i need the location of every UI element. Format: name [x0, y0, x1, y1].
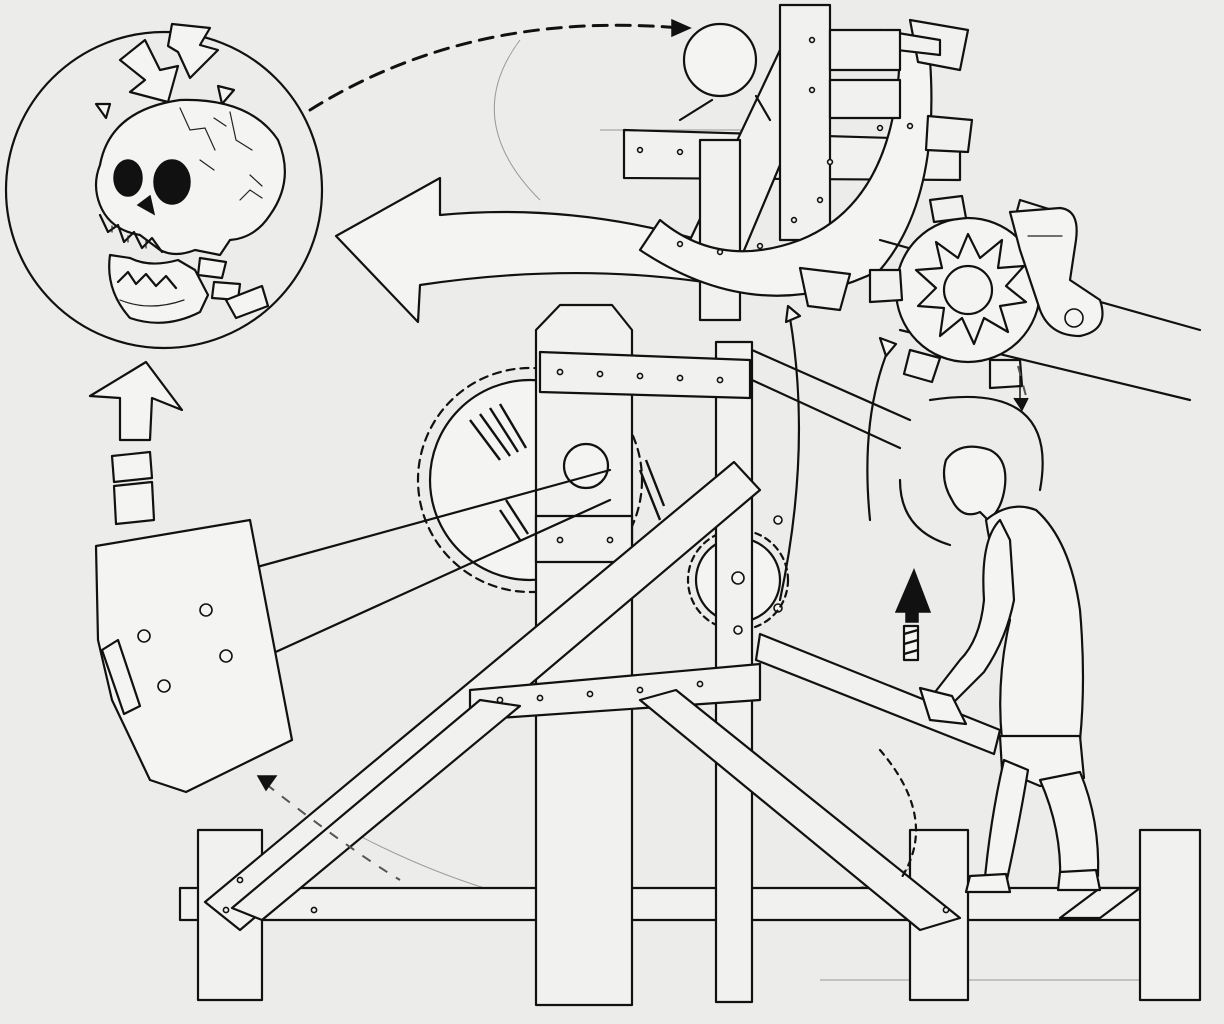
trajectory-dashed-arc: [308, 23, 682, 112]
gear-rivets: [636, 36, 914, 256]
head-halo-arc: [928, 395, 1044, 492]
top-roller: [682, 22, 758, 98]
debris-triangle-icon: [216, 84, 236, 106]
pawl-lever: [1008, 206, 1104, 338]
hammer-swing-dashed: [265, 783, 401, 881]
lever-handle: [754, 632, 1002, 756]
ratchet-gear-assembly: [868, 194, 1202, 412]
impact-arrow-left-icon: [118, 38, 180, 104]
upper-gear-assembly: [622, 3, 974, 322]
swing-arc: [778, 316, 801, 602]
debris-triangle-icon: [94, 102, 112, 120]
skull-right-eye: [153, 159, 191, 205]
frame-rivets: [222, 368, 950, 914]
skull-circle: [4, 22, 324, 350]
wheel-right: [1138, 828, 1202, 1002]
pull-arc: [866, 348, 890, 522]
impact-arrow-right-icon: [166, 22, 220, 80]
striped-up-arrow-icon: [894, 568, 932, 662]
figure-head: [942, 445, 1007, 522]
upper-post: [698, 138, 742, 322]
central-post: [534, 303, 634, 1007]
skull-icon: [94, 98, 286, 324]
skull-frame-circle: [4, 30, 324, 350]
hammer-head: [94, 518, 294, 794]
main-frame: [178, 303, 1202, 1007]
human-figure-icon: [918, 445, 1102, 894]
lever-arm: [750, 348, 1002, 882]
up-arrow-icon: [88, 360, 184, 526]
trajectory-arrowhead-icon: [671, 18, 692, 38]
upper-crossbar: [538, 350, 752, 400]
skull-left-eye: [113, 159, 143, 197]
axle-hub: [562, 442, 610, 490]
hammer-icon: [94, 468, 612, 794]
